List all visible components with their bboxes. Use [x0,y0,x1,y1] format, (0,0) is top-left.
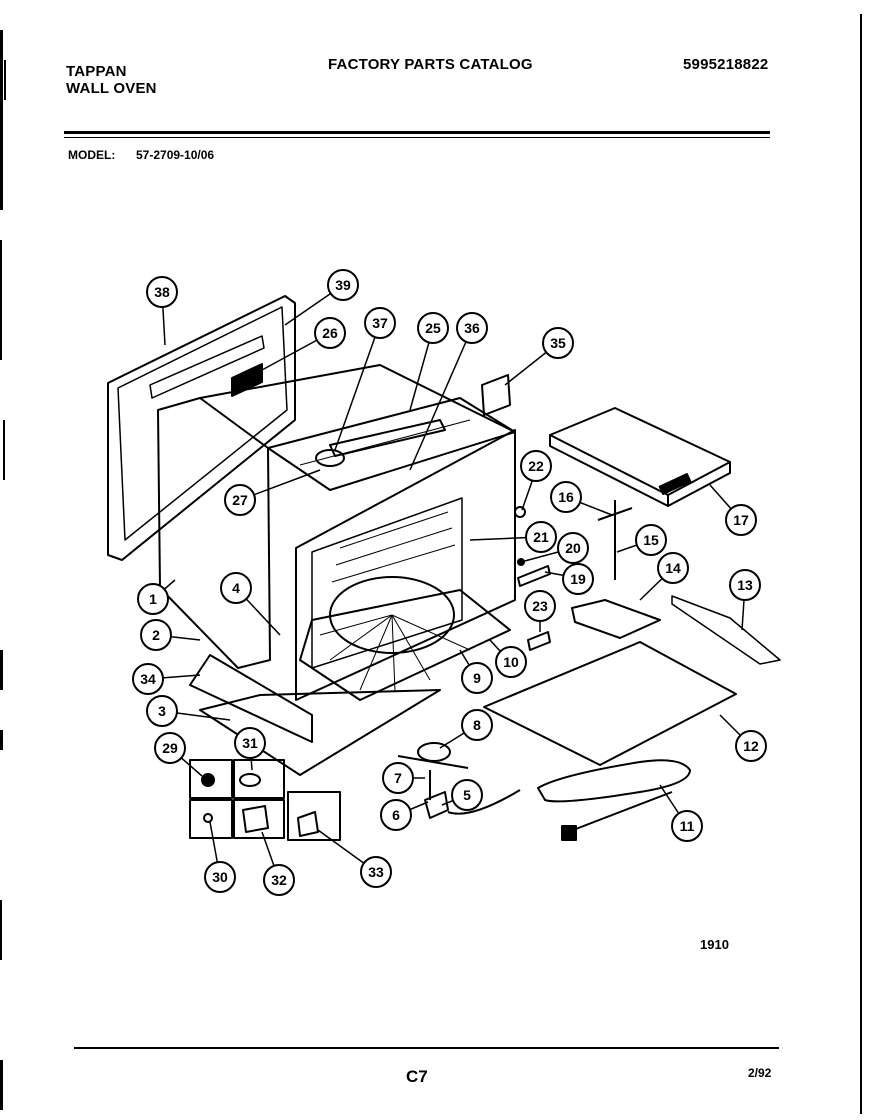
header-rule-thin [64,137,770,138]
footer-rule [74,1047,779,1049]
callout-39: 39 [327,269,359,301]
svg-text:33: 33 [368,864,384,880]
svg-text:5: 5 [463,787,471,803]
svg-text:14: 14 [665,560,681,576]
svg-text:31: 31 [242,735,258,751]
callout-14: 14 [657,552,689,584]
svg-text:27: 27 [232,492,248,508]
svg-text:12: 12 [743,738,759,754]
svg-text:13: 13 [737,577,753,593]
callout-35: 35 [542,327,574,359]
svg-text:3: 3 [158,703,166,719]
svg-text:34: 34 [140,671,156,687]
callout-10: 10 [495,646,527,678]
svg-text:15: 15 [643,532,659,548]
svg-text:36: 36 [464,320,480,336]
svg-text:16: 16 [558,489,574,505]
callout-25: 25 [417,312,449,344]
callout-38: 38 [146,276,178,308]
header-rule [64,131,770,134]
revision-date: 2/92 [748,1066,772,1080]
callout-19: 19 [562,563,594,595]
callout-20: 20 [557,532,589,564]
callout-30: 30 [204,861,236,893]
product-name: WALL OVEN [66,80,157,97]
callout-6: 6 [380,799,412,831]
callout-34: 34 [132,663,164,695]
svg-text:7: 7 [394,770,402,786]
callout-2: 2 [140,619,172,651]
svg-text:10: 10 [503,654,519,670]
svg-text:32: 32 [271,872,287,888]
svg-text:39: 39 [335,277,351,293]
callout-5: 5 [451,779,483,811]
callout-36: 36 [456,312,488,344]
scan-edge-right [860,14,862,1114]
svg-text:21: 21 [533,529,549,545]
scan-edge-left [0,0,9,1120]
callout-4: 4 [220,572,252,604]
catalog-number: 5995218822 [683,56,769,73]
brand-name: TAPPAN [66,63,127,80]
callout-22: 22 [520,450,552,482]
svg-text:26: 26 [322,325,338,341]
callout-23: 23 [524,590,556,622]
callout-27: 27 [224,484,256,516]
svg-text:29: 29 [162,740,178,756]
callout-21: 21 [525,521,557,553]
callout-37: 37 [364,307,396,339]
callout-9: 9 [461,662,493,694]
callout-16: 16 [550,481,582,513]
svg-text:37: 37 [372,315,388,331]
svg-text:6: 6 [392,807,400,823]
catalog-title: FACTORY PARTS CATALOG [328,56,533,73]
svg-text:17: 17 [733,512,749,528]
svg-text:11: 11 [680,818,695,834]
svg-text:19: 19 [570,571,586,587]
svg-text:23: 23 [532,598,548,614]
svg-text:25: 25 [425,320,441,336]
svg-text:30: 30 [212,869,228,885]
callout-31: 31 [234,727,266,759]
svg-text:4: 4 [232,580,240,596]
svg-text:38: 38 [154,284,170,300]
callout-33: 33 [360,856,392,888]
model-number: 57-2709-10/06 [136,148,215,162]
part-door-frame [107,295,296,561]
figure-number: 1910 [700,937,729,952]
model-label: MODEL: [68,148,116,162]
callout-32: 32 [263,864,295,896]
page-number: C7 [406,1067,428,1086]
svg-text:2: 2 [152,627,160,643]
svg-text:9: 9 [473,670,481,686]
callout-11: 11 [671,810,703,842]
callout-13: 13 [729,569,761,601]
svg-text:1: 1 [149,591,157,607]
svg-text:22: 22 [528,458,544,474]
svg-text:35: 35 [550,335,566,351]
callout-12: 12 [735,730,767,762]
callout-3: 3 [146,695,178,727]
callout-8: 8 [461,709,493,741]
callout-7: 7 [382,762,414,794]
svg-text:8: 8 [473,717,481,733]
callout-26: 26 [314,317,346,349]
svg-text:20: 20 [565,540,581,556]
callout-17: 17 [725,504,757,536]
callout-29: 29 [154,732,186,764]
callout-15: 15 [635,524,667,556]
callout-1: 1 [137,583,169,615]
